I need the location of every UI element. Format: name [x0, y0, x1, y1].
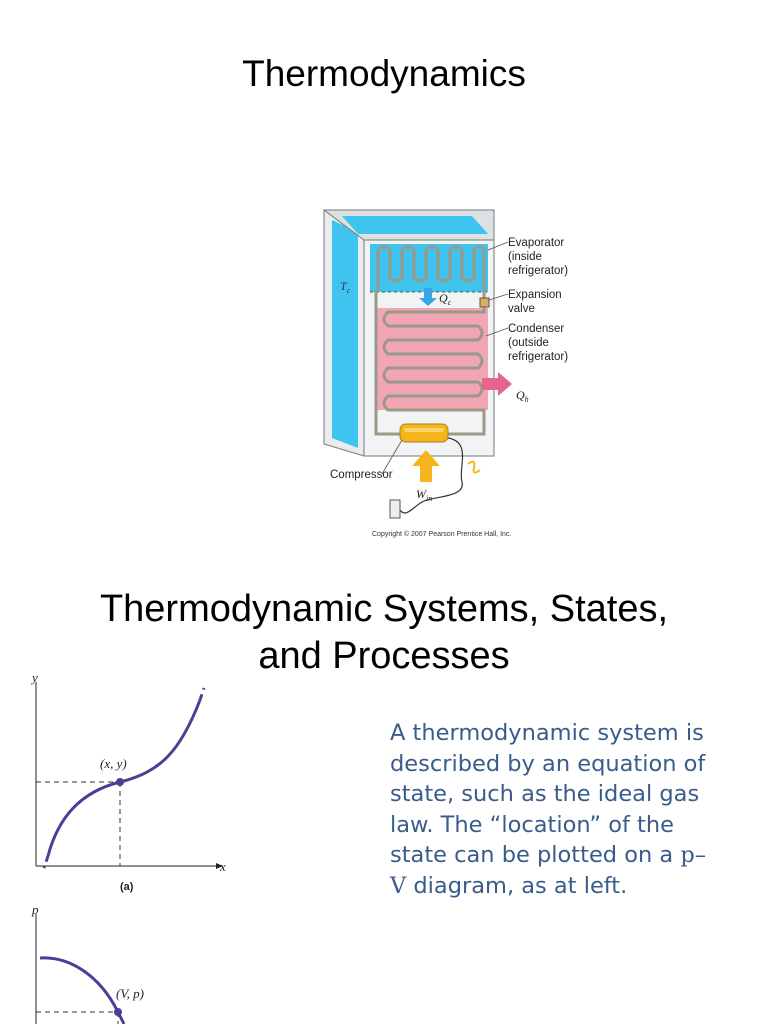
fridge-top-panel [342, 216, 488, 234]
label-qh: Q [516, 388, 525, 402]
slide-title-thermodynamics: Thermodynamics [242, 53, 526, 94]
body-text-pv: p–V [390, 842, 706, 899]
label-condenser-3: refrigerator) [508, 351, 568, 363]
label-compressor: Compressor [330, 469, 393, 481]
label-evaporator-1: Evaporator [508, 237, 564, 249]
title-line-1: Thermodynamic Systems, States, [99, 588, 669, 630]
svg-text:Qh: Qh [516, 388, 529, 404]
graph-a-caption: (a) [120, 881, 134, 893]
copyright-text: Copyright © 2007 Pearson Prentice Hall, … [372, 530, 511, 538]
qc-arrow [419, 288, 437, 306]
label-evaporator-2: (inside [508, 251, 542, 263]
graph-a-xy: y x (x, y) (a) [30, 670, 226, 893]
label-win: W [416, 487, 427, 501]
body-text: A thermodynamic system is described by a… [390, 718, 720, 901]
label-expansion-1: Expansion [508, 289, 562, 301]
label-qc: Q [439, 291, 448, 305]
body-text-pre: A thermodynamic system is described by a… [390, 720, 706, 868]
label-expansion-2: valve [508, 303, 535, 315]
fridge-door-panel [332, 220, 358, 448]
refrigerator-diagram: Evaporator (inside refrigerator) Expansi… [322, 209, 568, 538]
svg-text:valve: valve [508, 303, 535, 315]
state-point [116, 778, 124, 786]
svg-text:(outside: (outside [508, 337, 549, 349]
qh-arrow [482, 372, 512, 396]
svg-text:Expansion: Expansion [508, 289, 562, 301]
title-line-2: and Processes [258, 635, 510, 677]
body-text-post: diagram, as at left. [406, 872, 628, 899]
label-qh-sub: h [525, 395, 529, 404]
svg-text:refrigerator): refrigerator) [508, 351, 568, 363]
svg-text:(inside: (inside [508, 251, 542, 263]
win-arrow [412, 450, 440, 482]
label-qc-sub: c [448, 298, 452, 307]
label-condenser-2: (outside [508, 337, 549, 349]
svg-text:Qc: Qc [439, 291, 452, 307]
svg-text:Condenser: Condenser [508, 323, 564, 335]
pv-state-point [114, 1008, 122, 1016]
label-evaporator-3: refrigerator) [508, 265, 568, 277]
expansion-valve [479, 297, 490, 308]
x-axis-label: x [219, 859, 226, 874]
outlet [389, 499, 401, 519]
compressor [399, 423, 449, 443]
return-pipe [374, 290, 400, 436]
y-axis-label: y [30, 670, 38, 685]
svg-text:Tc: Tc [340, 279, 351, 295]
evaporator-coil [376, 245, 486, 302]
state-curve [46, 699, 202, 857]
point-label-vp: (V, p) [116, 986, 144, 1001]
svg-text:refrigerator): refrigerator) [508, 265, 568, 277]
p-axis-label: p [31, 902, 39, 917]
svg-text:Evaporator: Evaporator [508, 237, 564, 249]
label-tc: T [340, 279, 348, 293]
pv-curve [39, 956, 126, 1024]
slide-title-systems: Thermodynamic Systems, States, and Proce… [0, 586, 768, 680]
label-tc-sub: c [347, 286, 351, 295]
condenser-coil [382, 302, 486, 436]
svg-text:Win: Win [416, 487, 432, 503]
label-condenser-1: Condenser [508, 323, 564, 335]
evaporator-compartment [370, 244, 488, 292]
point-label-xy: (x, y) [100, 756, 127, 771]
power-cord [399, 437, 464, 514]
graph-b-pv: p (V, p) [31, 902, 144, 1024]
label-win-sub: in [426, 494, 432, 503]
